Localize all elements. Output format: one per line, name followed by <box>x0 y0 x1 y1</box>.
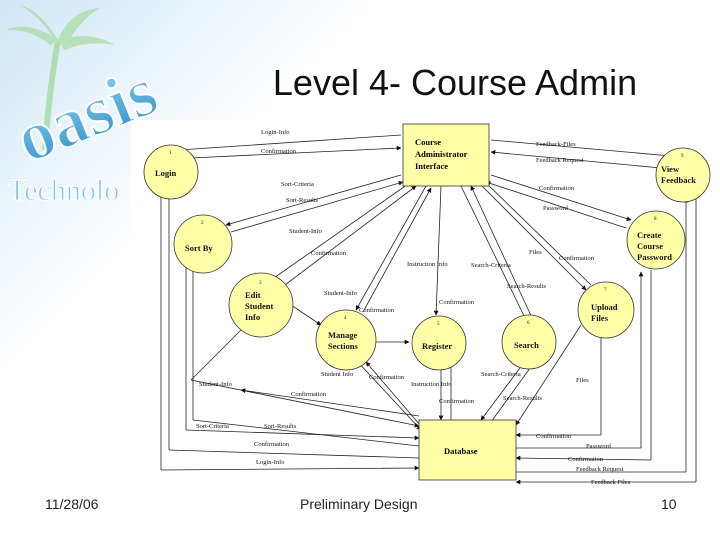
flow-label: Student-Info <box>324 290 357 297</box>
flow-label: Feedback Request <box>536 157 584 164</box>
database-node: Database <box>418 419 517 481</box>
process-register: 5 Register <box>411 315 467 371</box>
svg-text:Feedback: Feedback <box>661 175 696 185</box>
flow-label: Confirmation <box>254 441 290 448</box>
flow-label: Search-Results <box>503 395 542 402</box>
svg-text:Sections: Sections <box>328 341 358 351</box>
flow-label: Confirmation <box>439 398 475 405</box>
flow-label: Confirmation <box>261 148 297 155</box>
flow-label: Confirmation <box>439 299 475 306</box>
flow-label: Confirmation <box>291 391 327 398</box>
svg-text:Manage: Manage <box>328 330 358 340</box>
svg-text:Register: Register <box>422 341 452 351</box>
svg-text:Administrator: Administrator <box>415 149 468 159</box>
flow-label: Instruction Info <box>411 381 452 388</box>
svg-text:Student: Student <box>245 301 274 311</box>
flow-label: Sort-Criteria <box>281 181 314 188</box>
svg-text:5: 5 <box>437 322 440 327</box>
svg-text:Files: Files <box>591 313 609 323</box>
process-upload-files: 7 Upload Files <box>577 281 635 339</box>
svg-text:Login: Login <box>155 168 177 178</box>
admin-interface-node: Course Administrator Interface <box>402 123 490 187</box>
flow-label: Student-Info <box>199 381 232 388</box>
flow-label: Password <box>586 443 612 450</box>
flow-label: Files <box>576 377 589 384</box>
svg-text:Create: Create <box>637 230 662 240</box>
svg-text:7: 7 <box>604 288 607 293</box>
flow-label: Confirmation <box>369 374 405 381</box>
footer-date: 11/28/06 <box>45 496 99 512</box>
svg-text:Interface: Interface <box>415 161 448 171</box>
svg-text:Technolo: Technolo <box>8 174 119 207</box>
flow-label: Instruction Info <box>407 261 448 268</box>
svg-text:4: 4 <box>344 316 347 321</box>
svg-text:9: 9 <box>681 154 684 159</box>
flow-label: Login-Info <box>256 459 285 466</box>
flow-label: Confirmation <box>311 250 347 257</box>
flow-lines <box>160 134 697 485</box>
svg-text:Password: Password <box>637 252 672 262</box>
process-create-password: 8 Create Course Password <box>626 210 686 270</box>
svg-text:Upload: Upload <box>591 302 618 312</box>
flow-label: Confirmation <box>539 185 575 192</box>
process-edit-student-info: 3 Edit Student Info <box>228 272 294 338</box>
flow-label: Confirmation <box>536 433 572 440</box>
svg-text:8: 8 <box>654 217 657 222</box>
flow-label: Search-Criteria <box>481 371 521 378</box>
flow-label: Confirmation <box>559 255 595 262</box>
svg-text:View: View <box>661 164 680 174</box>
flow-label: Sort-Criteria <box>196 423 229 430</box>
svg-text:Sort By: Sort By <box>185 243 213 253</box>
slide-title: Level 4- Course Admin <box>272 62 638 103</box>
flow-label: Confirmation <box>359 307 395 314</box>
page-number: 10 <box>661 496 677 512</box>
svg-text:Info: Info <box>245 312 260 322</box>
flow-label: Search-Results <box>507 283 546 290</box>
process-view-feedback: 9 View Feedback <box>655 147 711 203</box>
svg-text:Edit: Edit <box>245 290 261 300</box>
svg-text:2: 2 <box>201 221 204 226</box>
process-manage-sections: 4 Manage Sections <box>315 309 377 371</box>
process-search: 6 Search <box>501 314 557 370</box>
flow-labels: Login-Info Confirmation Feedback-Files F… <box>196 129 631 486</box>
svg-text:3: 3 <box>259 281 262 286</box>
flow-label: Feedback-Files <box>536 141 576 148</box>
footer-text: Preliminary Design <box>300 496 418 512</box>
process-login: 1 Login <box>143 144 199 200</box>
svg-text:1: 1 <box>169 151 172 156</box>
flow-label: Login-Info <box>261 129 290 136</box>
svg-text:Course: Course <box>415 137 441 147</box>
data-flow-diagram: Login-Info Confirmation Feedback-Files F… <box>131 120 714 495</box>
flow-label: Student Info <box>321 371 353 378</box>
svg-text:Database: Database <box>444 446 478 456</box>
flow-label: Feedback Request <box>576 466 624 473</box>
svg-text:Search: Search <box>514 340 539 350</box>
svg-text:6: 6 <box>527 321 530 326</box>
flow-label: Password <box>543 205 569 212</box>
palm-tree-icon <box>5 5 115 151</box>
process-sort-by: 2 Sort By <box>173 214 233 274</box>
flow-label: Sort-Results <box>264 423 297 430</box>
flow-label: Sort-Results <box>286 197 319 204</box>
flow-label: Feedback Files <box>591 479 631 486</box>
flow-label: Student-Info <box>289 228 322 235</box>
svg-text:Course: Course <box>637 241 663 251</box>
flow-label: Files <box>529 249 542 256</box>
flow-label: Confirmation <box>568 456 604 463</box>
flow-label: Search-Criteria <box>471 262 511 269</box>
